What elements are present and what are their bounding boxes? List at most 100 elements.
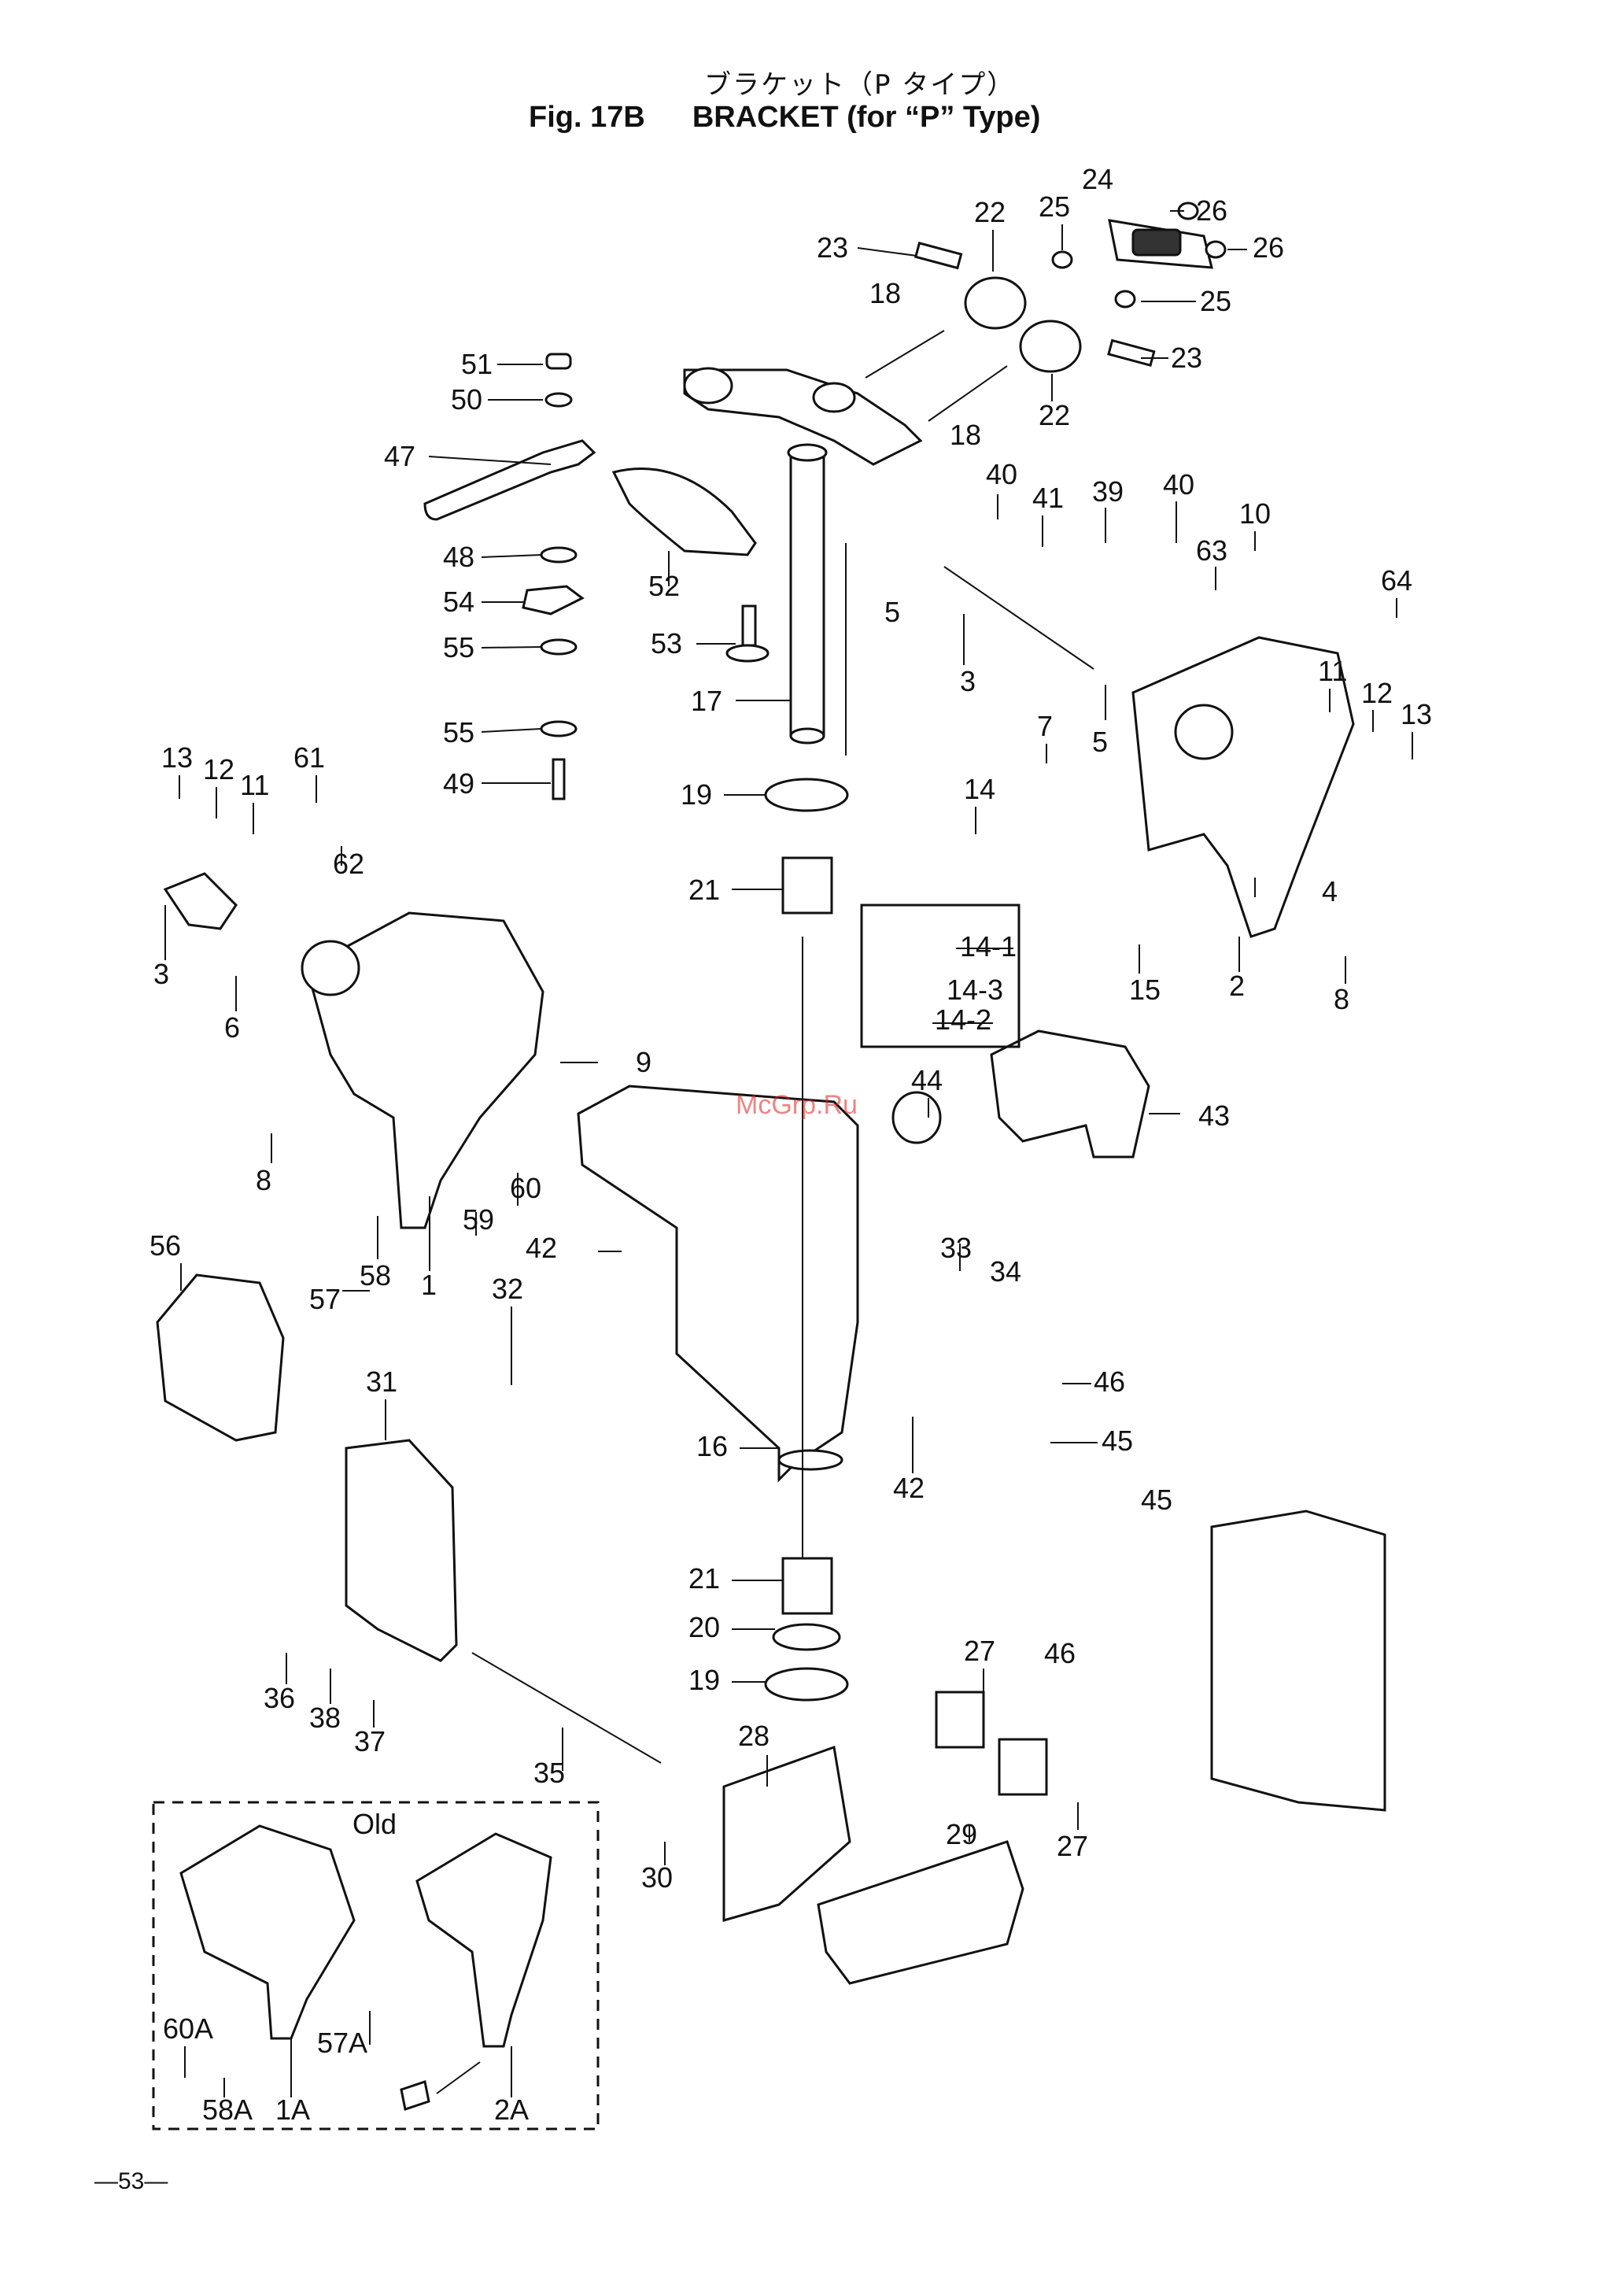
callout-label: 42 [893, 1472, 925, 1504]
callout-label: 20 [688, 1611, 720, 1643]
callout-label: 6 [224, 1011, 240, 1044]
callout-label: 27 [1057, 1830, 1088, 1862]
callout-label: 26 [1253, 231, 1284, 264]
callout-label: 46 [1094, 1366, 1125, 1398]
callout-label: 45 [1102, 1425, 1133, 1457]
callout-label: 60A [163, 2012, 213, 2045]
clamp-bracket-2 [943, 566, 1355, 938]
callout-label: 5 [884, 596, 900, 628]
callout-label: 12 [1361, 677, 1393, 709]
callout-label: 23 [1171, 342, 1202, 374]
callout-label: 5 [1092, 726, 1108, 758]
tilt-lever-31 [345, 1439, 662, 1764]
callout-label: 10 [1239, 497, 1271, 530]
callout-label: 19 [681, 778, 712, 811]
callout-label: 58A [202, 2094, 253, 2126]
callout-label: 18 [950, 419, 981, 451]
callout-label: 29 [946, 1818, 977, 1850]
callout-label: 41 [1032, 482, 1064, 514]
callout-label: 16 [696, 1430, 728, 1462]
swivel-bracket-16 [577, 1085, 859, 1483]
callout-label: 3 [153, 958, 169, 990]
old-parts-drawing [179, 1824, 552, 2111]
outboard-lower-unit [1210, 1510, 1386, 1812]
thrust-rod-56 [156, 1273, 285, 1442]
callout-label: 31 [366, 1366, 397, 1398]
old-label: Old [352, 1808, 397, 1840]
steering-column-drawing [611, 367, 923, 745]
callout-label: 48 [443, 541, 474, 573]
callout-label: 2 [1229, 970, 1245, 1002]
callout-label: 34 [990, 1255, 1021, 1288]
callout-label: 38 [309, 1702, 341, 1734]
callout-label: 13 [161, 741, 193, 774]
callout-label: 15 [1129, 974, 1161, 1006]
detail-box-14 [860, 904, 1021, 1048]
callout-label: 49 [443, 767, 474, 800]
callout-label: 42 [526, 1232, 557, 1264]
callout-label: 11 [1318, 655, 1347, 687]
callout-label: 44 [911, 1064, 943, 1096]
callout-label: 24 [1082, 163, 1113, 195]
callout-labels: 23 22 25 24 26 26 25 23 22 18 18 51 50 4… [149, 163, 1432, 2126]
callout-label: 56 [149, 1229, 181, 1262]
callout-label: 32 [492, 1273, 523, 1305]
watermark: McGrp.Ru [736, 1090, 858, 1120]
callout-label: 59 [463, 1203, 494, 1236]
callout-label: 54 [443, 586, 474, 618]
callout-label: 22 [974, 196, 1006, 228]
callout-label: 43 [1198, 1099, 1230, 1132]
callout-label: 45 [1141, 1484, 1172, 1516]
callout-label: 57A [317, 2027, 367, 2059]
callout-label: 9 [636, 1046, 651, 1078]
figure-caption: BRACKET (for “P” Type) [692, 101, 1041, 134]
callout-label: 35 [533, 1757, 565, 1789]
callout-label: 14-3 [947, 974, 1003, 1006]
title-japanese: ブラケット（P タイプ） [704, 69, 1016, 101]
callout-label: 26 [1196, 194, 1227, 227]
callout-label: 8 [256, 1164, 271, 1196]
callout-label: 19 [688, 1664, 720, 1696]
callout-label: 28 [738, 1720, 770, 1752]
callout-label: 11 [240, 769, 269, 801]
callout-label: 2A [494, 2094, 529, 2126]
callout-label: 52 [648, 570, 680, 602]
callout-label: 57 [309, 1283, 341, 1315]
callout-label: 51 [461, 348, 493, 380]
callout-label: 30 [641, 1861, 673, 1894]
leader-lines [164, 210, 1413, 2097]
callout-label: 36 [264, 1682, 295, 1714]
callout-label: 27 [964, 1635, 995, 1667]
callout-label: 61 [293, 741, 325, 774]
callout-label: 25 [1039, 190, 1070, 223]
bushings-19-21 [764, 778, 849, 1702]
callout-label: 7 [1037, 710, 1053, 742]
callout-label: 8 [1334, 983, 1349, 1015]
clamp-pad-28-29 [722, 1691, 1048, 1985]
callout-label: 55 [443, 631, 474, 663]
callout-label: 53 [651, 627, 682, 660]
callout-label: 14 [964, 773, 995, 805]
callout-label: 3 [960, 665, 976, 697]
callout-label: 13 [1401, 698, 1432, 730]
bolt-set-18-23 [865, 201, 1227, 422]
tiller-arm-47 [423, 353, 596, 800]
callout-label: 63 [1196, 534, 1227, 567]
callout-label: 64 [1381, 564, 1412, 597]
callout-label: 17 [691, 685, 722, 717]
callout-label: 60 [510, 1172, 541, 1204]
callout-label: 22 [1039, 399, 1070, 431]
callout-label: 62 [333, 848, 364, 880]
callout-label: 47 [384, 440, 415, 472]
callout-label: 58 [360, 1259, 391, 1292]
callout-label: 37 [354, 1725, 386, 1757]
callout-label: 40 [1163, 468, 1194, 501]
old-parts-box [152, 1801, 600, 2131]
callout-label: 1A [275, 2094, 310, 2126]
callout-label: 39 [1092, 475, 1124, 508]
callout-label: 50 [451, 383, 482, 416]
callout-label: 33 [940, 1232, 972, 1264]
callout-label: 18 [869, 277, 901, 309]
callout-label: 12 [203, 753, 234, 785]
